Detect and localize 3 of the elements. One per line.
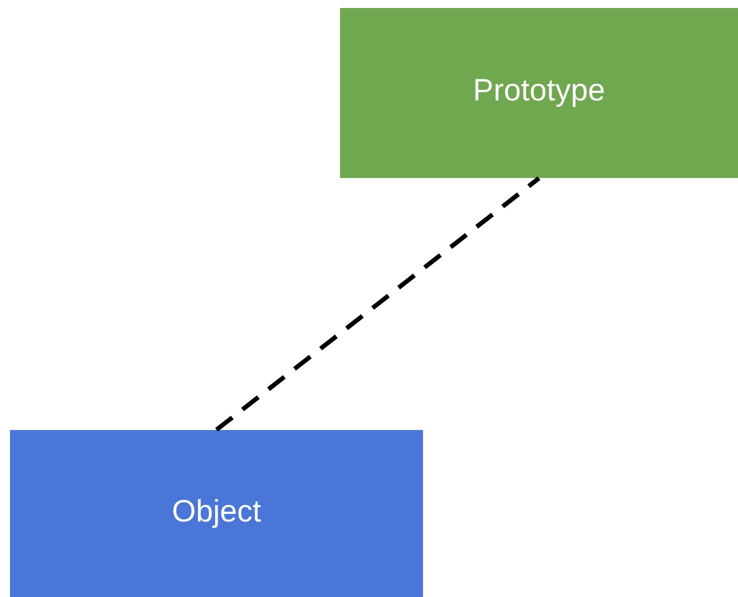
dashed-line	[215, 176, 540, 432]
process-box: Prototype	[340, 8, 738, 178]
process-box: Object	[10, 430, 423, 597]
